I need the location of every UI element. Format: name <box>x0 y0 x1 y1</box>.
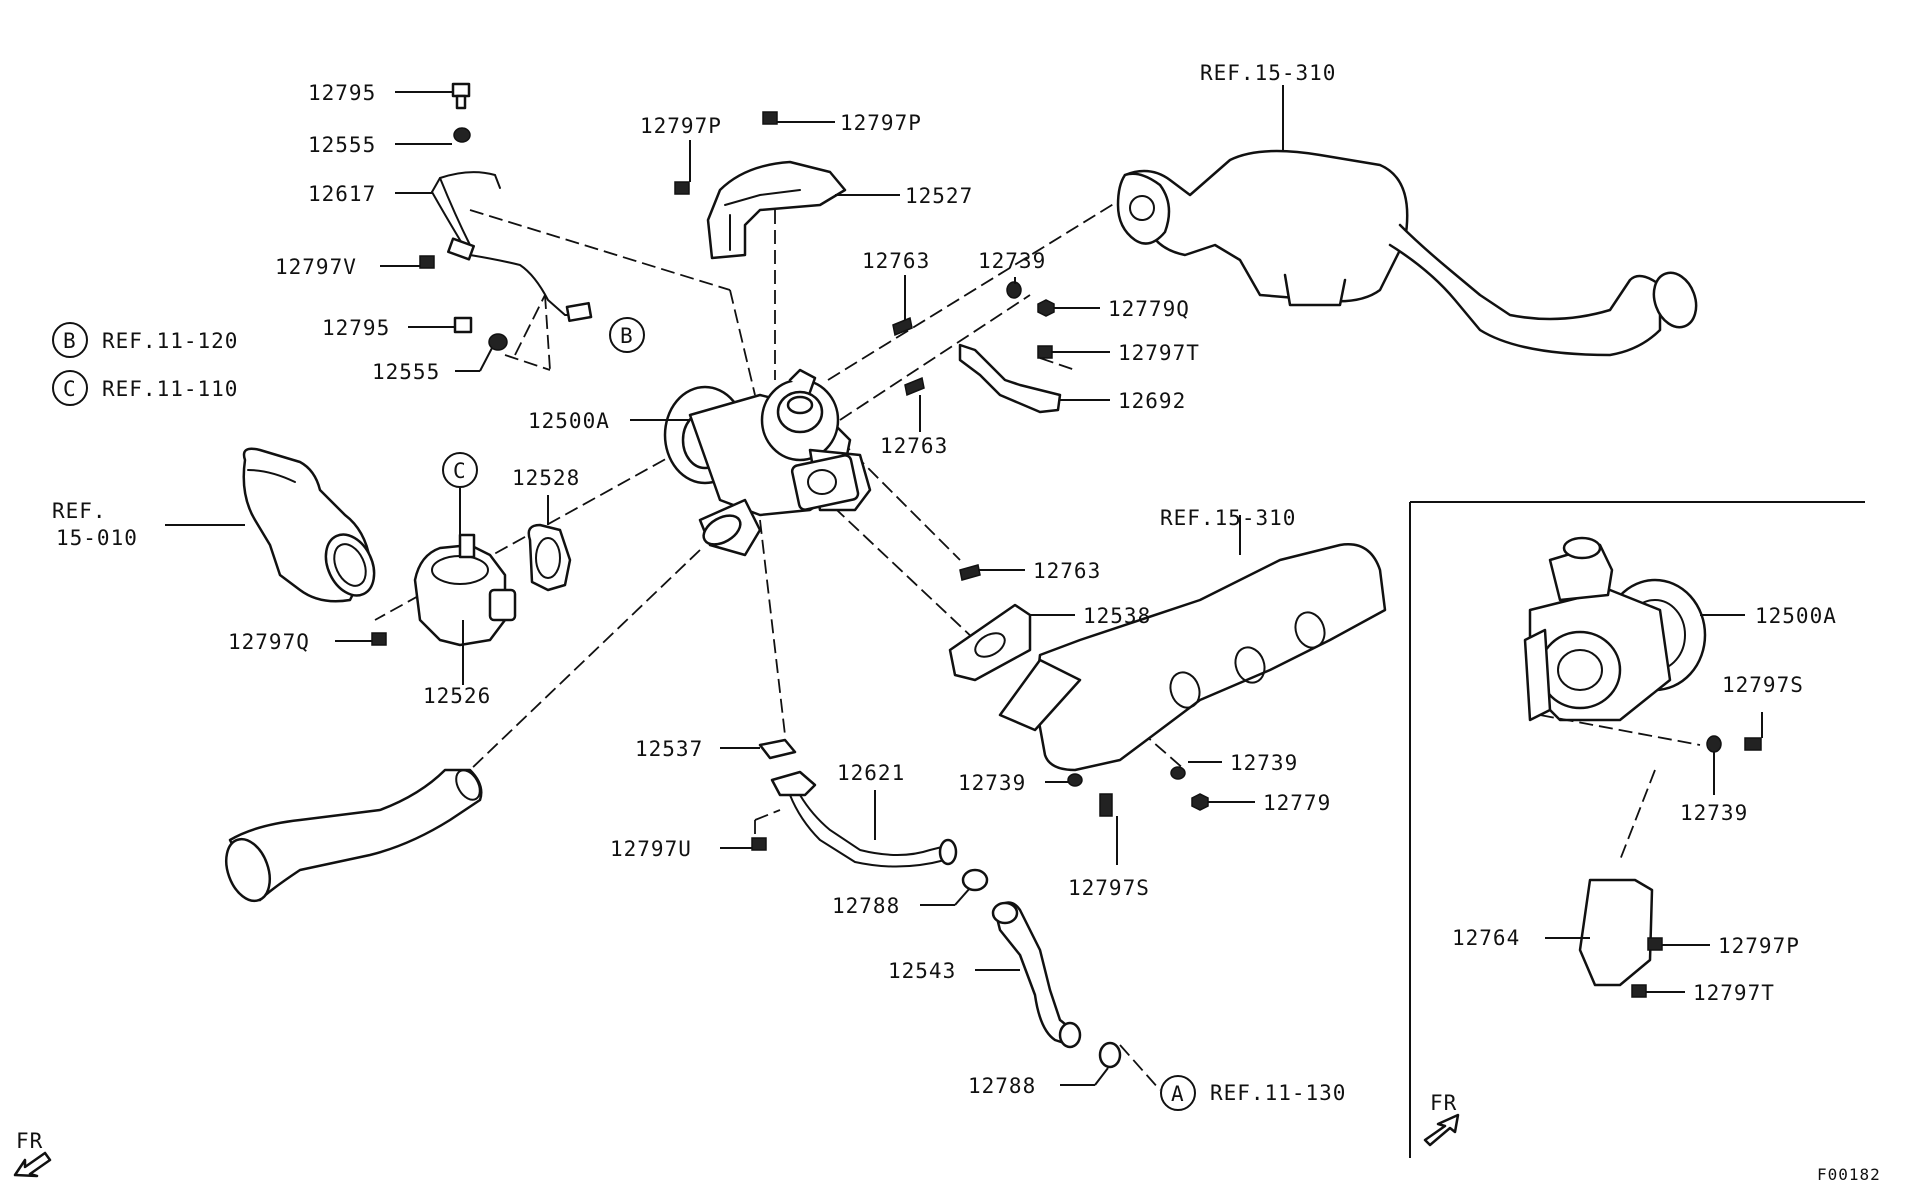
inset-label-12739: 12739 <box>1680 801 1748 825</box>
label-12797P-a: 12797P <box>640 114 722 138</box>
label-12797S: 12797S <box>1068 876 1150 900</box>
fr-main-label: FR <box>16 1129 43 1153</box>
air-hose-lower <box>225 768 483 903</box>
inset-washer <box>1706 735 1722 753</box>
gasket-12537 <box>758 738 797 760</box>
callout-a-circle <box>1160 1075 1196 1111</box>
label-12797Q: 12797Q <box>228 630 310 654</box>
ref-11-120: REF.11-120 <box>102 329 238 353</box>
hardware-items <box>371 82 1209 851</box>
callout-c-inline-circle <box>442 452 478 488</box>
label-12526: 12526 <box>423 684 491 708</box>
part-labels: 12795 12555 12617 12797V 12795 12555 125… <box>228 81 1331 1098</box>
label-12763-b: 12763 <box>880 434 948 458</box>
fr-inset-arrow-icon <box>1423 1113 1460 1147</box>
label-12797U: 12797U <box>610 837 692 861</box>
inset-panel: 12500A 12797S 12739 12764 12797P 12797T … <box>1409 501 1865 1158</box>
bracket-12692 <box>958 343 1062 414</box>
inset-label-12764: 12764 <box>1452 926 1520 950</box>
inset-bracket <box>1578 878 1654 987</box>
callout-c-inline-letter: C <box>453 459 467 483</box>
label-12543: 12543 <box>888 959 956 983</box>
inset-label-12797S: 12797S <box>1722 673 1804 697</box>
label-12763-c: 12763 <box>1033 559 1101 583</box>
label-12739-c: 12739 <box>1230 751 1298 775</box>
turbocharger-main <box>663 368 872 557</box>
callout-a-letter: A <box>1171 1082 1185 1106</box>
inset-bolt-t <box>1631 984 1647 998</box>
label-12779Q: 12779Q <box>1108 297 1190 321</box>
ref-15-010-line2: 15-010 <box>56 526 138 550</box>
callout-c-letter: C <box>63 377 77 401</box>
inset-bolt-s <box>1744 737 1762 751</box>
exhaust-manifold <box>998 543 1387 772</box>
gasket-12538 <box>948 603 1032 682</box>
label-12500A: 12500A <box>528 409 610 433</box>
fr-inset-label: FR <box>1430 1091 1457 1115</box>
callout-b-letter: B <box>63 329 77 353</box>
inset-turbocharger <box>1523 536 1707 722</box>
front-direction-indicator: FR <box>13 1129 52 1178</box>
label-12797T-a: 12797T <box>1118 341 1200 365</box>
ref-15-310-mid: REF.15-310 <box>1160 506 1296 530</box>
figure-code: F00182 <box>1817 1165 1881 1184</box>
callout-b-inline-letter: B <box>620 324 634 348</box>
ref-11-130: REF.11-130 <box>1210 1081 1346 1105</box>
label-12692: 12692 <box>1118 389 1186 413</box>
label-12617: 12617 <box>308 182 376 206</box>
inset-bolt-p <box>1647 937 1663 951</box>
gasket-12528 <box>527 523 572 592</box>
air-intake-hose <box>242 447 376 603</box>
ref-11-110: REF.11-110 <box>102 377 238 401</box>
label-12788-b: 12788 <box>968 1074 1036 1098</box>
heat-protector <box>706 160 847 260</box>
ref-15-010-line1: REF. <box>52 499 107 523</box>
label-12555-a: 12555 <box>308 133 376 157</box>
label-12739-b: 12739 <box>958 771 1026 795</box>
air-outlet-fitting <box>413 533 517 647</box>
callout-b-circle <box>52 322 88 358</box>
label-12795-b: 12795 <box>322 316 390 340</box>
oil-feed-pipe <box>431 171 593 323</box>
label-12621: 12621 <box>837 761 905 785</box>
label-12739-a: 12739 <box>978 249 1046 273</box>
label-12555-b: 12555 <box>372 360 440 384</box>
label-12527: 12527 <box>905 184 973 208</box>
oil-hose <box>991 901 1082 1049</box>
callout-c-circle <box>52 370 88 406</box>
label-12528: 12528 <box>512 466 580 490</box>
reference-labels: REF.15-310 REF.15-310 REF. 15-010 B REF.… <box>52 61 1346 1111</box>
clamps <box>961 868 1122 1069</box>
label-12779: 12779 <box>1263 791 1331 815</box>
inset-label-12797T: 12797T <box>1693 981 1775 1005</box>
label-12797V: 12797V <box>275 255 357 279</box>
oil-return-pipe <box>770 770 958 868</box>
leader-lines <box>165 91 1284 1086</box>
label-12788-a: 12788 <box>832 894 900 918</box>
fr-arrow-icon <box>13 1151 52 1178</box>
label-12537: 12537 <box>635 737 703 761</box>
label-12763-a: 12763 <box>862 249 930 273</box>
ref-15-310-top: REF.15-310 <box>1200 61 1336 85</box>
inset-label-12797P: 12797P <box>1718 934 1800 958</box>
label-12538: 12538 <box>1083 604 1151 628</box>
exhaust-front-pipe <box>1116 149 1698 357</box>
label-12795-a: 12795 <box>308 81 376 105</box>
callout-b-inline-circle <box>609 317 645 353</box>
label-12797P-b: 12797P <box>840 111 922 135</box>
inset-label-12500A: 12500A <box>1755 604 1837 628</box>
